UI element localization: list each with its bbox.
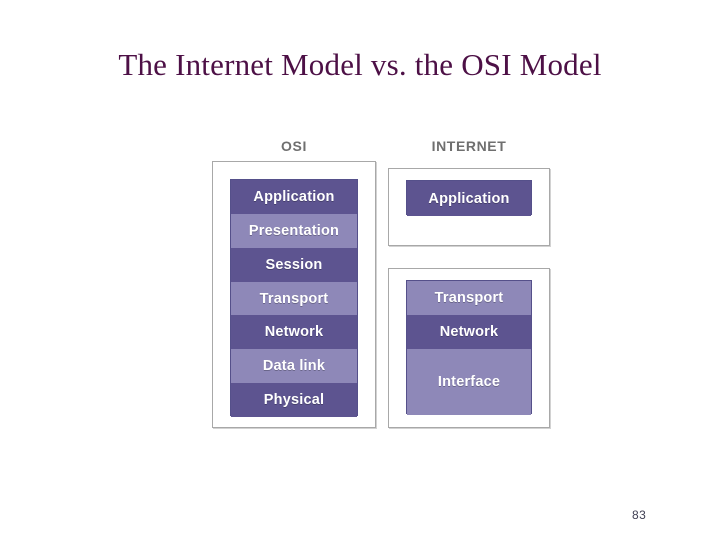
internet-application-stack: Application xyxy=(406,180,532,216)
page-title: The Internet Model vs. the OSI Model xyxy=(118,47,602,82)
page-number: 83 xyxy=(632,508,647,522)
osi-layer-presentation: Presentation xyxy=(231,213,357,248)
internet-layer-network: Network xyxy=(407,315,531,349)
osi-layer-application: Application xyxy=(231,180,357,214)
osi-layer-data-link: Data link xyxy=(231,349,357,384)
internet-layer-transport: Transport xyxy=(407,281,531,315)
osi-layer-transport: Transport xyxy=(231,281,357,316)
column-header-osi: OSI xyxy=(281,138,307,154)
internet-layer-interface: Interface xyxy=(407,349,531,415)
internet-layer-application: Application xyxy=(407,181,531,216)
osi-layer-physical: Physical xyxy=(231,383,357,418)
internet-lower-stack: Transport Network Interface xyxy=(406,280,532,415)
osi-layer-network: Network xyxy=(231,315,357,350)
column-header-internet: INTERNET xyxy=(431,138,507,154)
osi-layer-stack: Application Presentation Session Transpo… xyxy=(230,179,358,418)
osi-layer-session: Session xyxy=(231,247,357,282)
